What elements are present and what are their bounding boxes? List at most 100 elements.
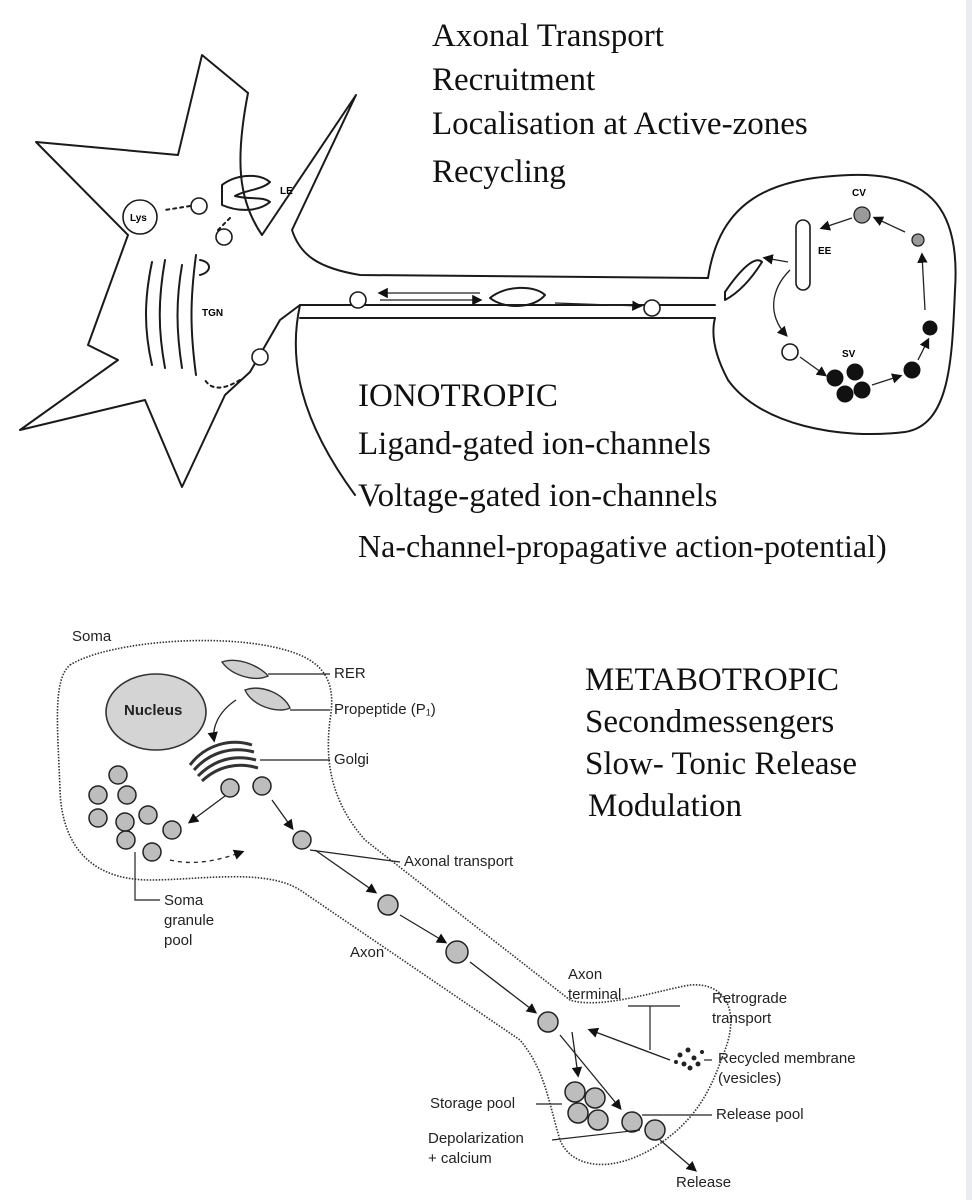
metabotropic-item: Slow- Tonic Release (585, 746, 858, 782)
terminal-endosome (724, 259, 763, 301)
transport-arrow (204, 379, 241, 389)
heading-recruitment: Recruitment (432, 62, 596, 98)
sv-label: SV (842, 349, 856, 360)
early-endosome (795, 219, 811, 291)
transport-arrow (559, 1034, 622, 1111)
soma-granule-pool-label-2: granule (164, 912, 215, 929)
depolarization-label-1: Depolarization (428, 1130, 524, 1147)
bottom-neuron-outline (56, 639, 732, 1166)
ionotropic-title: IONOTROPIC (358, 378, 558, 414)
ionotropic-item: Na-channel-propagative action-potential) (358, 528, 887, 564)
propeptide-organelle (244, 687, 291, 711)
transport-arrow (399, 914, 448, 944)
golgi-label: Golgi (334, 751, 370, 768)
synaptic-vesicle (846, 363, 864, 381)
soma-granule-pool-label-3: pool (164, 932, 193, 949)
late-endosome (221, 174, 271, 211)
rer (220, 659, 270, 680)
synaptic-vesicle (826, 369, 844, 387)
recycling-arrow (917, 252, 928, 311)
processing-arrow (207, 699, 237, 743)
axonal-transport-leader (309, 849, 401, 863)
anterograde-arrow (554, 300, 643, 311)
ionotropic-item: Ligand-gated ion-channels (358, 426, 711, 462)
top-neuron-lower-dendrite (294, 304, 356, 496)
soma-label: Soma (72, 628, 112, 645)
transport-arrow (469, 961, 538, 1014)
soma-granule-pool-label-1: Soma (164, 892, 204, 909)
coated-pit (911, 233, 925, 247)
recycling-arrow (773, 269, 791, 337)
axon-terminal-label-2: terminal (568, 986, 622, 1003)
cv-label: CV (852, 188, 866, 199)
top-neuron-dendrite (239, 92, 709, 279)
heading-localisation: Localisation at Active-zones (432, 106, 808, 142)
metabotropic-title: METABOTROPIC (585, 662, 840, 698)
transport-arrow (314, 849, 378, 894)
transport-arrow (217, 217, 231, 231)
vesicle (215, 228, 233, 246)
vesicle (349, 291, 367, 309)
recycled-membrane-label-2: (vesicles) (718, 1070, 782, 1087)
nucleus-label: Nucleus (124, 702, 183, 719)
propeptide-label: Propeptide (P₁) (334, 701, 436, 718)
soma-granule-leader (134, 852, 160, 901)
top-terminal-outline (707, 173, 957, 435)
axonal-transport-label: Axonal transport (404, 853, 514, 870)
depolarization-leader (551, 1129, 641, 1141)
coated-vesicle (853, 206, 871, 224)
synaptic-vesicle (836, 385, 854, 403)
vesicle (190, 197, 208, 215)
lys-label: Lys (130, 213, 147, 224)
recycling-arrow (917, 337, 930, 361)
tgn-stack (145, 254, 210, 376)
granule-dashed-arrow (169, 849, 245, 864)
transport-arrow (164, 205, 191, 211)
soma-granules (88, 765, 666, 1141)
axon-label: Axon (350, 944, 385, 961)
recycling-arrow (799, 356, 828, 377)
metabotropic-item: Secondmessengers (585, 704, 835, 740)
recycling-arrow (762, 254, 789, 265)
recycling-arrow (871, 373, 903, 386)
synaptic-vesicle (922, 320, 938, 336)
golgi (188, 740, 259, 783)
transport-arrow (271, 799, 294, 831)
bottom-neuron (56, 639, 732, 1172)
heading-recycling: Recycling (432, 154, 566, 190)
heading-axonal-transport: Axonal Transport (432, 18, 664, 54)
axon-cargo (489, 286, 546, 307)
retrograde-arrow (587, 1027, 671, 1061)
recycled-membrane-label-1: Recycled membrane (718, 1050, 856, 1067)
retrograde-label-1: Retrograde (712, 990, 788, 1007)
retrograde-label-2: transport (712, 1010, 772, 1027)
depolarization-label-2: + calcium (428, 1150, 492, 1167)
vesicle (781, 343, 799, 361)
release-label: Release (676, 1174, 732, 1191)
release-arrow (659, 1139, 697, 1172)
lysosome (122, 199, 158, 235)
vesicle (643, 299, 661, 317)
ionotropic-item: Voltage-gated ion-channels (358, 478, 718, 514)
vesicle (251, 348, 269, 366)
tgn-label: TGN (202, 308, 223, 319)
right-edge-strip (966, 0, 972, 1200)
synaptic-vesicle (853, 381, 871, 399)
top-neuron-outline-upper (19, 54, 716, 488)
le-label: LE (280, 186, 293, 197)
synaptic-vesicle (903, 361, 921, 379)
recycled-membrane-dots (674, 1047, 704, 1071)
nucleus (105, 673, 207, 751)
recycling-arrow (819, 217, 853, 231)
recycling-arrow (872, 216, 906, 233)
granule-arrow (187, 795, 226, 824)
rer-label: RER (334, 665, 366, 682)
top-neuron: Lys LE TGN EE CV (19, 54, 957, 496)
axon-terminal-label-1: Axon (568, 966, 603, 983)
release-pool-label: Release pool (716, 1106, 804, 1123)
ee-label: EE (818, 246, 832, 257)
metabotropic-item: Modulation (588, 788, 742, 824)
storage-pool-label: Storage pool (430, 1095, 516, 1112)
